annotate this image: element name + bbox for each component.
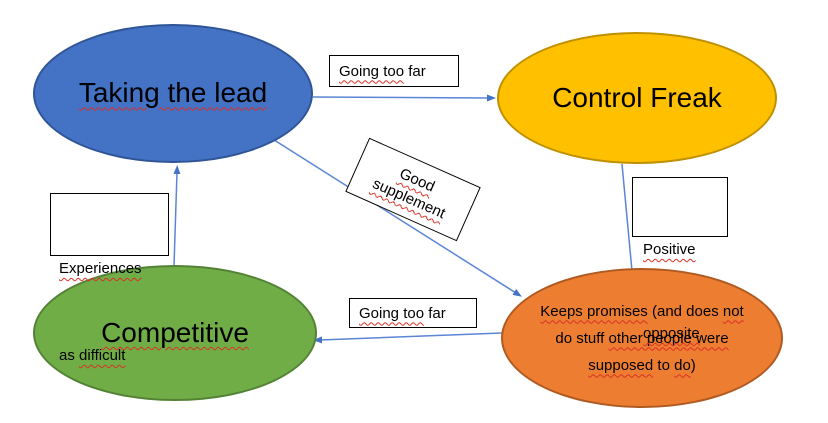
node-taking-the-lead-label: Taking the lead [78, 77, 268, 109]
node-control-freak-label: Control Freak [552, 81, 722, 113]
arrow-competitive-to-taking-lead [173, 165, 181, 267]
arrow-taking-lead-to-keeps-promises [270, 137, 522, 297]
edge-label-experiences-line2: difficult [79, 347, 126, 364]
arrow-taking-lead-to-control-freak [312, 94, 496, 102]
node-competitive-label: Competitive [101, 316, 249, 348]
edge-label-experiences-as-difficult: Experiences as difficult [50, 193, 169, 364]
edge-label-going-too-far-bottom: Going too far [349, 298, 477, 328]
node-keeps-promises: Keeps promises (and does not do stuff ot… [501, 268, 783, 408]
arrow-keeps-promises-to-competitive [313, 332, 503, 344]
edge-label-going-too-far-top: Going too far [329, 55, 459, 87]
edge-label-positive-opposite-line1: Positive [643, 241, 696, 258]
node-taking-the-lead: Taking the lead [33, 24, 313, 163]
node-keeps-promises-label: Keeps promises (and does not do stuff ot… [540, 302, 744, 374]
edge-label-going-too-far-bottom-text: Going too far [359, 304, 446, 322]
edge-label-going-too-far-top-text: Going too far [339, 62, 426, 80]
edge-label-positive-opposite-line2: opposite [643, 325, 700, 342]
node-competitive: Competitive [33, 265, 317, 401]
arrow-control-freak-to-keeps-promises [621, 163, 636, 278]
node-control-freak: Control Freak [497, 32, 777, 164]
edge-label-experiences-line1: Experiences [59, 260, 142, 277]
edge-label-positive-opposite: Positive opposite [632, 177, 728, 342]
